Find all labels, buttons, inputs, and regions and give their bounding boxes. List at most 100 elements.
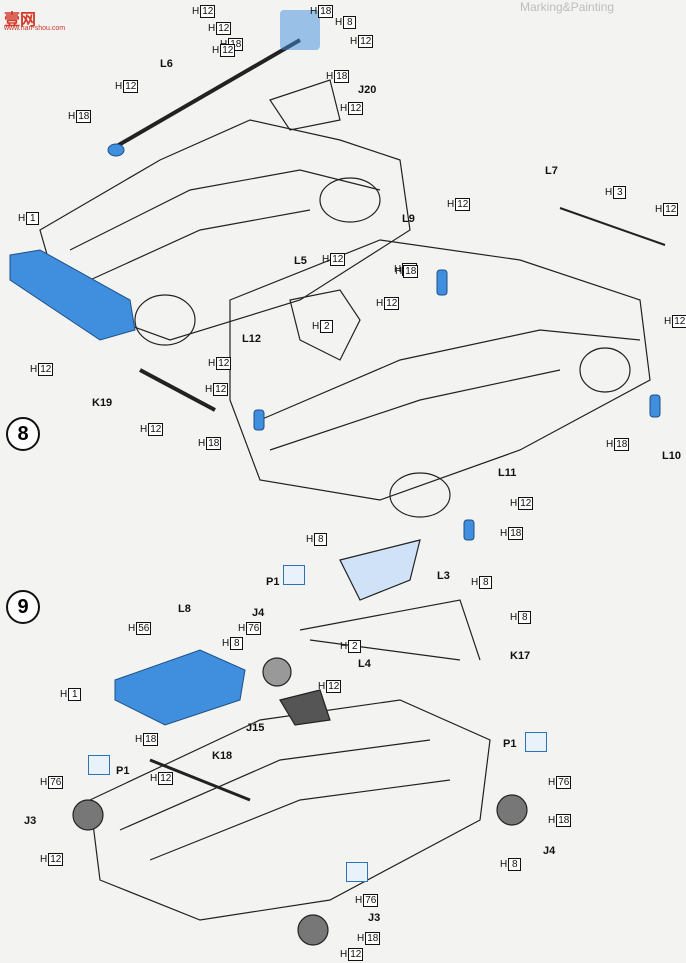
part-j15: [279, 689, 331, 726]
blue-spring-l12: [253, 409, 265, 431]
blue-front-panel: [9, 249, 136, 341]
part-label: K19: [92, 397, 113, 409]
part-label: J4: [252, 607, 265, 619]
blue-boot: [107, 143, 125, 157]
wheel-arch-4: [579, 347, 631, 393]
part-label: K18: [212, 750, 233, 762]
part-label: L10: [662, 450, 681, 462]
part-j20: [269, 79, 341, 131]
part-label: L12: [242, 333, 261, 345]
part-l7: [559, 207, 666, 246]
paint-instruction-icon: [346, 862, 368, 882]
step-number-9: 9: [6, 590, 40, 624]
part-label: P1: [266, 576, 280, 588]
part-j3-left: [72, 799, 104, 831]
driveshaft-l6: [108, 38, 302, 152]
paint-instruction-icon: [283, 565, 305, 585]
part-label: L3: [437, 570, 450, 582]
part-label: L6: [160, 58, 173, 70]
chassis-frame-lines-bottom: [119, 739, 451, 861]
header-ghost-text: Marking&Painting: [520, 0, 615, 14]
part-label: J20: [358, 84, 377, 96]
part-k19: [139, 368, 216, 412]
part-j3-bottom: [297, 914, 329, 946]
part-label: L4: [358, 658, 371, 670]
wheel-arch-3: [389, 472, 451, 518]
part-label: J3: [368, 912, 381, 924]
blue-spring-l9: [436, 269, 448, 296]
watermark-logo-text: 壹网: [4, 10, 37, 29]
part-label: L7: [545, 165, 558, 177]
watermark-logo: 壹网 www.nan-shou.com: [4, 6, 74, 34]
part-j4-right: [496, 794, 528, 826]
part-label: L11: [498, 467, 517, 479]
wheel-arch-1: [319, 177, 381, 223]
part-l5: [289, 289, 361, 361]
chassis-frame-lines-rear: [259, 329, 641, 451]
part-k18: [149, 758, 251, 802]
blue-floor-panel-l8: [114, 649, 246, 726]
part-j4-top: [262, 657, 292, 687]
step-number-8: 8: [6, 417, 40, 451]
part-label: J4: [543, 845, 556, 857]
part-label: L9: [402, 213, 415, 225]
part-l4-k17: [299, 599, 481, 661]
part-label: K17: [510, 650, 531, 662]
part-l3: [339, 539, 421, 601]
blue-spring-l10: [649, 394, 661, 418]
paint-instruction-icon: [525, 732, 547, 752]
blue-spring-l11: [463, 519, 475, 541]
blue-gearbox: [280, 10, 320, 50]
watermark-url: www.nan-shou.com: [4, 25, 66, 32]
chassis-outline-rear: [229, 239, 651, 501]
part-label: P1: [503, 738, 517, 750]
wheel-arch-2: [134, 294, 196, 346]
chassis-frame-lines-top: [69, 169, 381, 281]
